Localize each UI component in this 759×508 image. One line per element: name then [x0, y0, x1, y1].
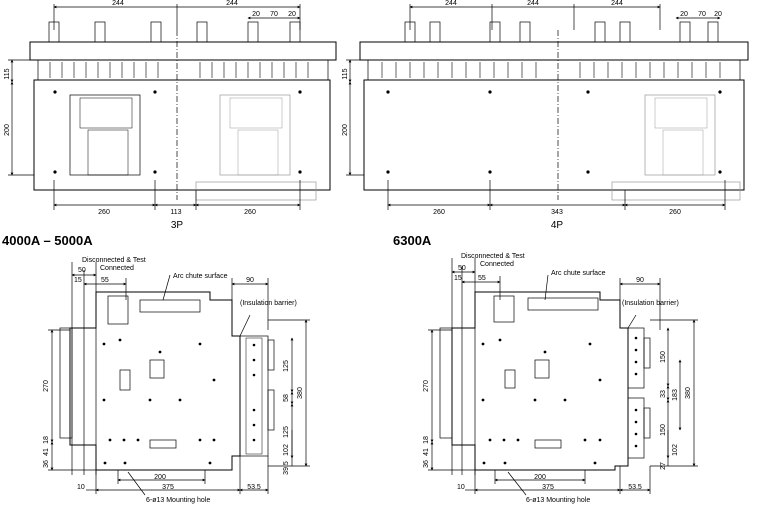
title-4000-5000a: 4000A – 5000A [2, 233, 93, 248]
dim-top-a-4p: 244 [445, 0, 457, 7]
dim-10-4000a: 10 [77, 484, 85, 491]
label-disconnected-6300a: Disconnected & Test [461, 253, 525, 260]
dim-50-4000a: 50 [78, 267, 86, 274]
front-view-3p [8, 4, 337, 210]
dim-top-b-3p: 244 [226, 0, 238, 7]
label-connected-6300a: Connected [480, 261, 514, 268]
dim-270-4000a: 270 [43, 380, 50, 392]
handle-6300a [439, 327, 453, 439]
dim-top-d-3p: 70 [270, 11, 278, 18]
dim-27-6300a: 27 [660, 462, 667, 470]
dim-18-4000a: 18 [43, 436, 50, 444]
dim-top-e-3p: 20 [288, 11, 296, 18]
breaker-body-6300a [451, 291, 629, 471]
dim-380-6300a: 380 [685, 387, 692, 399]
dim-36-6300a: 36 [423, 460, 430, 468]
contact-row-3p [37, 59, 329, 81]
view-label-3p: 3P [171, 220, 184, 231]
dim-150a-6300a: 150 [660, 351, 667, 363]
dim-top-f-4p: 20 [714, 11, 722, 18]
dim-150b-6300a: 150 [660, 424, 667, 436]
dim-top-c-3p: 20 [252, 11, 260, 18]
handle-4000a [59, 327, 73, 439]
dim-55-4000a: 55 [101, 277, 109, 284]
dim-bottom-a-3p: 260 [98, 209, 110, 216]
dim-36-4000a: 36 [43, 460, 50, 468]
label-mounting-4000a: 6-ø13 Mounting hole [146, 497, 210, 504]
dim-270-6300a: 270 [423, 380, 430, 392]
dim-183-6300a: 183 [672, 389, 679, 401]
dim-375-6300a: 375 [542, 484, 554, 491]
label-insulation-4000a: (Insulation barrier) [240, 300, 297, 307]
dim-top-b-4p: 244 [527, 0, 539, 7]
dim-15-4000a: 15 [74, 277, 82, 284]
side-view-6300a [428, 258, 698, 496]
dim-33-6300a: 33 [660, 390, 667, 398]
dim-58-4000a: 58 [283, 394, 290, 402]
mechanism-plate-right-3p [219, 94, 291, 176]
dim-side-200-3p: 200 [4, 124, 11, 136]
dim-bottom-b-3p: 113 [170, 209, 181, 216]
view-label-4p: 4P [551, 220, 564, 231]
dim-top-a-3p: 244 [112, 0, 124, 7]
breaker-body-4000a [69, 291, 241, 471]
side-view-4000a [48, 262, 310, 496]
dim-top-e-4p: 70 [698, 11, 706, 18]
dim-125b-4000a: 125 [283, 426, 290, 438]
dim-200-4000a: 200 [154, 474, 166, 481]
dim-535-6300a: 53.5 [628, 484, 642, 491]
dim-41-6300a: 41 [423, 448, 430, 456]
dim-535-4000a: 53.5 [247, 484, 261, 491]
dim-375-4000a: 375 [162, 484, 174, 491]
dim-10-6300a: 10 [457, 484, 465, 491]
dim-125a-4000a: 125 [283, 360, 290, 372]
dim-200-6300a: 200 [534, 474, 546, 481]
terminals-lower-6300a [627, 397, 645, 459]
dim-side-115-3p: 115 [4, 68, 11, 79]
front-view-4p [346, 4, 749, 210]
terminals-4000a [239, 335, 269, 457]
label-mounting-6300a: 6-ø13 Mounting hole [526, 497, 590, 504]
dim-102-4000a: 102 [283, 444, 290, 456]
label-connected-4000a: Connected [100, 265, 134, 272]
top-rail-3p [29, 41, 337, 61]
dim-41-4000a: 41 [43, 448, 50, 456]
mechanism-plate-left-3p [69, 94, 141, 176]
dim-bottom-c-3p: 260 [244, 209, 256, 216]
label-arc-chute-4000a: Arc chute surface [173, 273, 228, 280]
dim-102-6300a: 102 [672, 444, 679, 456]
dim-15-6300a: 15 [454, 275, 462, 282]
dim-90-6300a: 90 [636, 277, 644, 284]
dim-side-115-4p: 115 [342, 68, 349, 79]
dim-395-4000a: 39.5 [283, 461, 290, 475]
terminals-3p [48, 21, 301, 43]
label-arc-chute-6300a: Arc chute surface [551, 270, 606, 277]
dim-55-6300a: 55 [478, 275, 486, 282]
dim-18-6300a: 18 [423, 436, 430, 444]
dim-top-c-4p: 244 [611, 0, 623, 7]
dim-380-4000a: 380 [297, 387, 304, 399]
dim-bottom-c-4p: 260 [669, 209, 681, 216]
title-6300a: 6300A [393, 233, 432, 248]
main-body-3p [33, 79, 331, 191]
dim-side-200-4p: 200 [342, 124, 349, 136]
drawer-outline-3p [195, 181, 317, 201]
dim-50-6300a: 50 [458, 265, 466, 272]
dim-90-4000a: 90 [246, 277, 254, 284]
terminals-4p [404, 21, 719, 43]
dim-bottom-b-4p: 343 [551, 209, 563, 216]
label-insulation-6300a: (Insulation barrier) [622, 300, 679, 307]
dim-top-d-4p: 20 [680, 11, 688, 18]
dim-bottom-a-4p: 260 [433, 209, 445, 216]
label-disconnected-4000a: Disconnected & Test [82, 257, 146, 264]
